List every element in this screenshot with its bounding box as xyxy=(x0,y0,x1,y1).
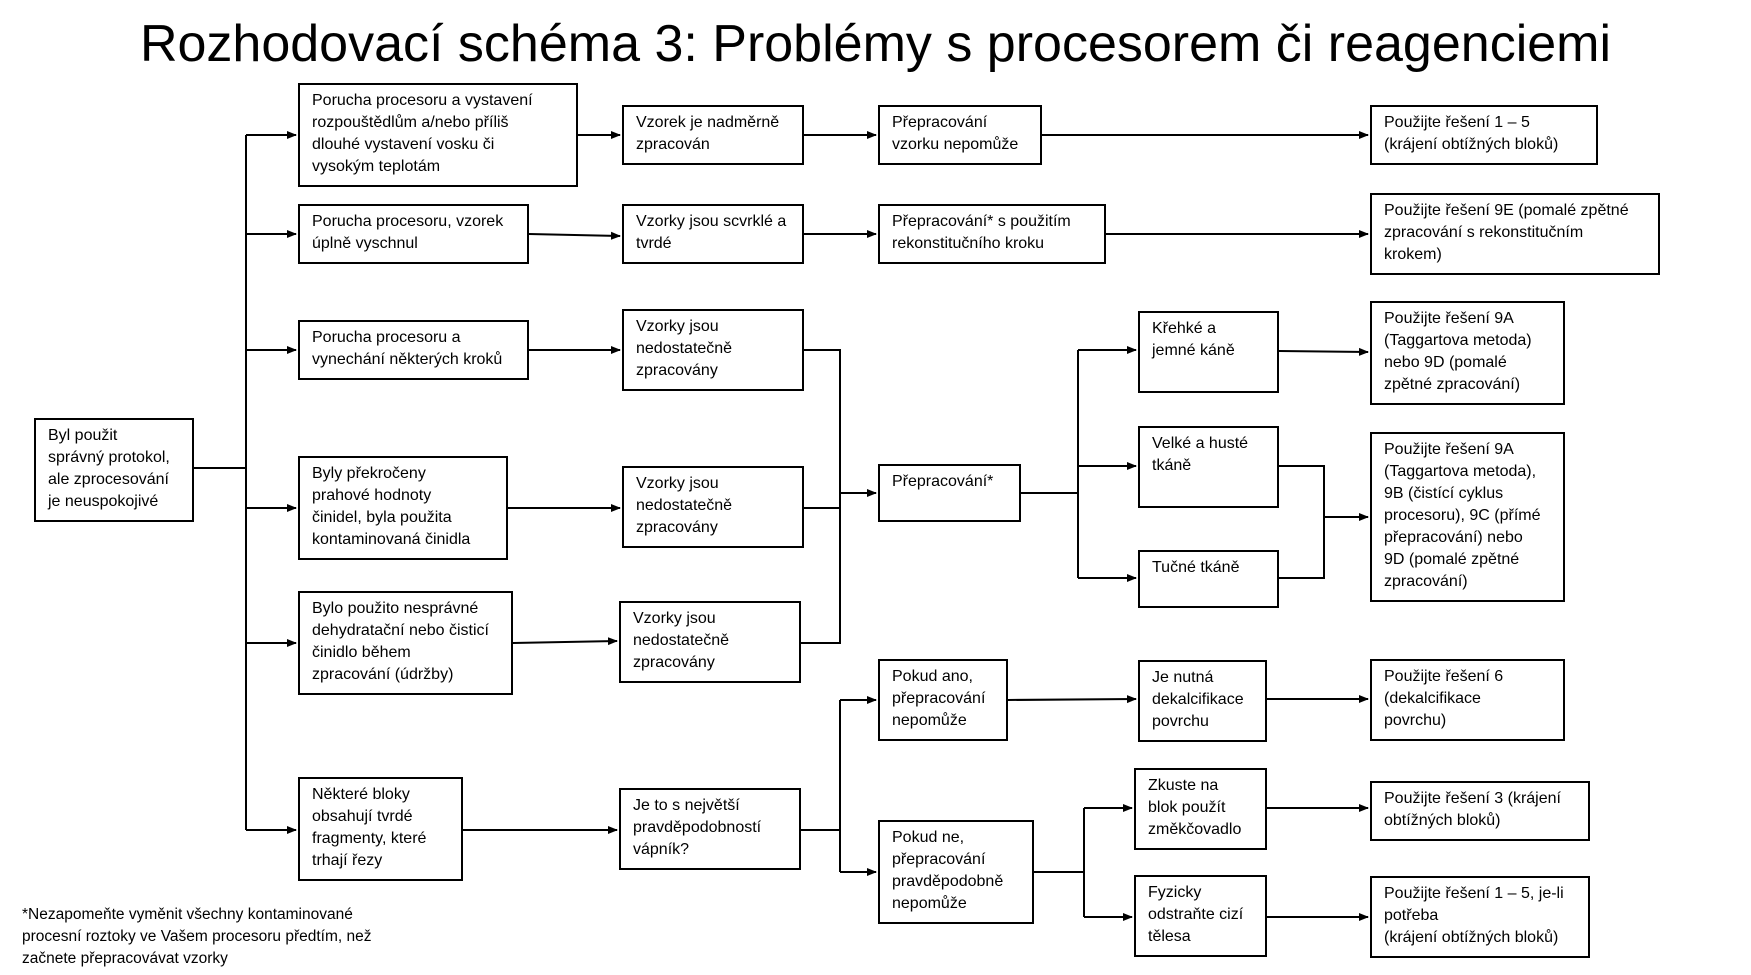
start-node: Byl použit správný protokol, ale zproces… xyxy=(34,418,194,522)
solution-node-9e: Použijte řešení 9E (pomalé zpětné zpraco… xyxy=(1370,193,1660,275)
cause-node-sample-dried: Porucha procesoru, vzorek úplně vyschnul xyxy=(298,204,529,264)
cause-node-reagent-thresholds: Byly překročeny prahové hodnoty činidel,… xyxy=(298,456,508,560)
action-node-no-help: Přepracování vzorku nepomůže xyxy=(878,105,1042,165)
tissue-node-large-dense: Velké a husté tkáně xyxy=(1138,426,1279,508)
effect-node-overprocessed: Vzorek je nadměrně zpracován xyxy=(622,105,804,165)
tissue-node-fragile: Křehké a jemné káně xyxy=(1138,311,1279,393)
tissue-node-fatty: Tučné tkáně xyxy=(1138,550,1279,608)
cause-node-wrong-reagent: Bylo použito nesprávné dehydratační nebo… xyxy=(298,591,513,695)
footnote: *Nezapomeňte vyměnit všechny kontaminova… xyxy=(22,906,372,967)
action-node-if-yes: Pokud ano, přepracování nepomůže xyxy=(878,659,1008,741)
cause-node-solvent-exposure: Porucha procesoru a vystavení rozpouštěd… xyxy=(298,83,578,187)
effect-node-underprocessed-1: Vzorky jsou nedostatečně zpracovány xyxy=(622,309,804,391)
step-node-softener: Zkuste na blok použít změkčovadlo xyxy=(1134,768,1267,850)
solution-node-3: Použijte řešení 3 (krájení obtížných blo… xyxy=(1370,781,1590,841)
solution-node-9a-9b-9c-9d: Použijte řešení 9A (Taggartova metoda), … xyxy=(1370,432,1565,602)
solution-node-9a-9d: Použijte řešení 9A (Taggartova metoda) n… xyxy=(1370,301,1565,405)
step-node-decalcification: Je nutná dekalcifikace povrchu xyxy=(1138,660,1267,742)
action-node-reprocess: Přepracování* xyxy=(878,464,1021,522)
solution-node-1-5-if-needed: Použijte řešení 1 – 5, je-li potřeba (kr… xyxy=(1370,876,1590,958)
cause-node-skipped-steps: Porucha procesoru a vynechání některých … xyxy=(298,320,529,380)
action-node-if-no: Pokud ne, přepracování pravděpodobně nep… xyxy=(878,820,1034,924)
cause-node-hard-fragments: Některé bloky obsahují tvrdé fragmenty, … xyxy=(298,777,463,881)
effect-node-underprocessed-2: Vzorky jsou nedostatečně zpracovány xyxy=(622,466,804,548)
action-node-reprocess-reconstitution: Přepracování* s použitím rekonstitučního… xyxy=(878,204,1106,264)
step-node-remove-bodies: Fyzicky odstraňte cizí tělesa xyxy=(1134,875,1267,957)
solution-node-6: Použijte řešení 6 (dekalcifikace povrchu… xyxy=(1370,659,1565,741)
effect-node-calcium-question: Je to s největší pravděpodobností vápník… xyxy=(619,788,801,870)
effect-node-shrunken: Vzorky jsou scvrklé a tvrdé xyxy=(622,204,804,264)
page-title: Rozhodovací schéma 3: Problémy s proceso… xyxy=(139,15,1612,73)
solution-node-1-5: Použijte řešení 1 – 5 (krájení obtížných… xyxy=(1370,105,1598,165)
effect-node-underprocessed-3: Vzorky jsou nedostatečně zpracovány xyxy=(619,601,801,683)
